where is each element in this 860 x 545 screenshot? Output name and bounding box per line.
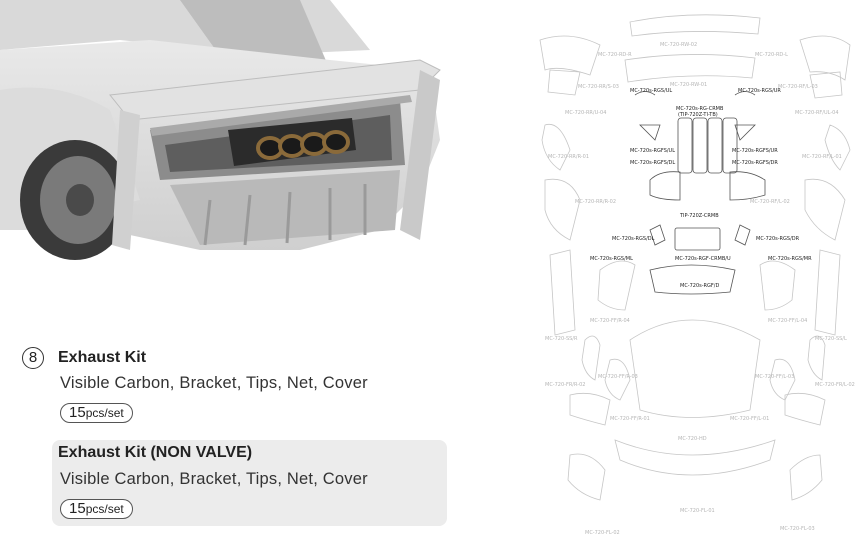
label-ssr: MC-720-SS/R	[545, 336, 578, 342]
non-valve-quantity-value: 15	[69, 500, 86, 517]
label-rgfd: MC-720s-RGF/D	[680, 283, 719, 289]
label-rgcrmb: MC-720s-RG-CRMB	[676, 106, 724, 112]
non-valve-title: Exhaust Kit (NON VALVE)	[58, 444, 253, 461]
label-ssl: MC-720-SS/L	[815, 336, 847, 342]
non-valve-quantity-unit: pcs/set	[85, 502, 124, 516]
label-rrr01: MC-720-RR/R-01	[548, 154, 589, 160]
section-number: 8	[22, 347, 44, 369]
label-frr02: MC-720-FR/R-02	[545, 382, 585, 388]
non-valve-description: Visible Carbon, Bracket, Tips, Net, Cove…	[60, 470, 368, 488]
label-rgfsdl: MC-720s-RGFS/DL	[630, 160, 675, 166]
quantity-badge: 15pcs/set	[60, 403, 133, 423]
label-rgsur: MC-720s-RGS/UR	[738, 88, 781, 94]
quantity-unit: pcs/set	[85, 406, 124, 420]
label-rgsdr: MC-720s-RGS/DR	[756, 236, 800, 242]
label-frl02: MC-720-FR/L-02	[815, 382, 855, 388]
label-frr01: MC-720-FF/R-01	[610, 416, 650, 422]
label-rgsdl: MC-720s-RGS/DL	[612, 236, 655, 242]
label-tipcrmb: TIP-720Z-CRMB	[679, 213, 719, 219]
label-rfl01: MC-720-RF/L-01	[802, 154, 842, 160]
label-frr03: MC-720-FF/R-03	[598, 374, 638, 380]
label-rrr02: MC-720-RR/R-02	[575, 199, 616, 205]
label-rrsur: MC-720-RR/S-03	[578, 84, 619, 90]
label-hd: MC-720-HD	[678, 436, 707, 442]
car-rear-image	[0, 0, 450, 290]
label-rful04: MC-720-RF/UL-04	[795, 110, 839, 116]
non-valve-quantity-badge: 15pcs/set	[60, 499, 133, 519]
label-rgsml: MC-720s-RGS/ML	[590, 256, 633, 262]
label-rdl: MC-720-RD-L	[755, 52, 788, 58]
label-rgfsur: MC-720s-RGFS/UR	[732, 148, 778, 154]
label-rgfsdr: MC-720s-RGFS/DR	[732, 160, 778, 166]
quantity-value: 15	[69, 404, 86, 421]
label-fl02r: MC-720-FL-02	[585, 530, 620, 536]
label-ffl03: MC-720-FF/L-03	[755, 374, 794, 380]
label-tip: (TIP-720Z-TI-TB)	[678, 112, 718, 118]
label-rdr: MC-720-RD-R	[598, 52, 632, 58]
label-ffl04: MC-720-FF/L-04	[768, 318, 807, 324]
label-frr04: MC-720-FF/R-04	[590, 318, 630, 324]
label-rgsmr: MC-720s-RGS/MR	[768, 256, 812, 262]
parts-diagram: MC-720-RW-02 MC-720-RD-R MC-720-RD-L MC-…	[530, 0, 860, 540]
section-description: Visible Carbon, Bracket, Tips, Net, Cove…	[60, 374, 368, 392]
label-rrul04: MC-720-RR/U-04	[565, 110, 606, 116]
label-fl01: MC-720-FL-01	[680, 508, 715, 514]
label-rgfcrmbu: MC-720s-RGF-CRMB/U	[675, 256, 731, 262]
label-rw01: MC-720-RW-01	[670, 82, 707, 88]
label-rfl02: MC-720-RF/L-02	[750, 199, 790, 205]
label-rgfsul: MC-720s-RGFS/UL	[630, 148, 675, 154]
label-ffl01: MC-720-FF/L-01	[730, 416, 769, 422]
section-title: Exhaust Kit	[58, 349, 147, 366]
exhaust-tips	[256, 130, 350, 160]
label-rgsul: MC-720s-RGS/UL	[630, 88, 672, 94]
label-rrsul: MC-720-RF/L-03	[778, 84, 818, 90]
label-rw02: MC-720-RW-02	[660, 42, 697, 48]
label-fl02l: MC-720-FL-03	[780, 526, 815, 532]
